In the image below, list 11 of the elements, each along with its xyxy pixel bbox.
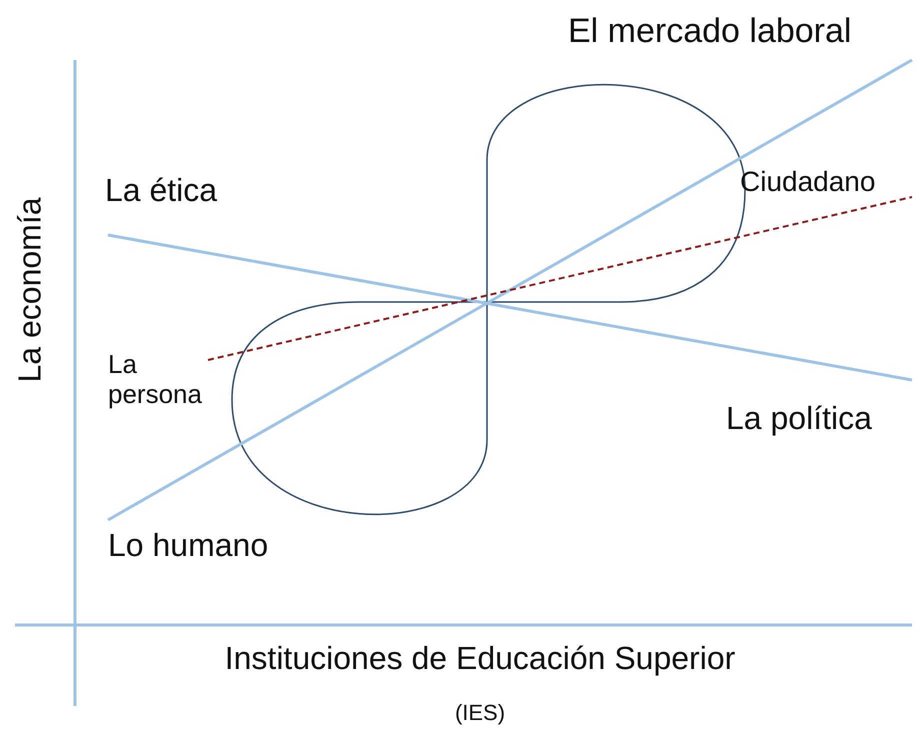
line <box>107 58 913 522</box>
axis-label: (IES) <box>454 700 506 726</box>
axis-label: Instituciones de Educación Superior <box>224 640 736 677</box>
text-label: La ética <box>105 172 218 209</box>
line <box>108 234 912 382</box>
text-label: La persona <box>108 350 208 410</box>
text-label: El mercado laboral <box>568 12 852 52</box>
text-label: Lo humano <box>108 527 268 564</box>
axis-label: La economía <box>12 198 48 382</box>
text-label: La política <box>726 400 872 437</box>
line <box>208 196 912 361</box>
